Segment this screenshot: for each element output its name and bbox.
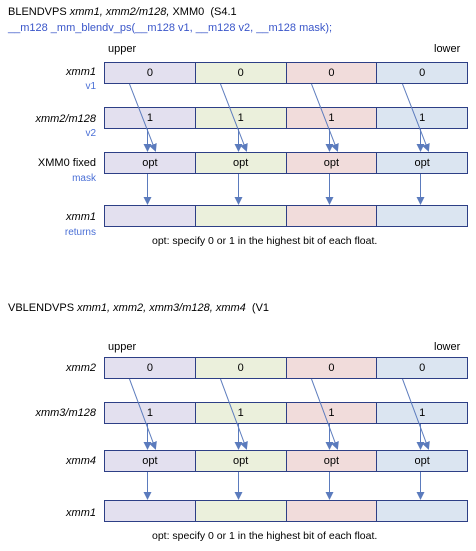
lower-label: lower xyxy=(434,43,461,55)
register-cell: 1 xyxy=(286,108,378,128)
operands: xmm1, xmm2, xmm3/m128, xmm4 xyxy=(77,302,246,314)
mnemonic: BLENDVPS xyxy=(8,6,67,18)
register-cell: 1 xyxy=(195,403,287,423)
register-cell xyxy=(377,206,467,226)
register-row: 1 1 1 1 xyxy=(104,402,468,424)
register-cell: opt xyxy=(195,153,287,173)
cpu-extension: (V1 xyxy=(251,302,270,314)
register-cell xyxy=(105,501,196,521)
register-row: opt opt opt opt xyxy=(104,450,468,472)
register-cell: 1 xyxy=(195,108,287,128)
register-cell: 1 xyxy=(377,403,467,423)
register-cell: opt xyxy=(377,153,467,173)
row-label: xmm1 xyxy=(66,507,96,519)
register-row: 1 1 1 1 xyxy=(104,107,468,129)
register-cell: 1 xyxy=(377,108,467,128)
row-sublabel: mask xyxy=(72,173,96,184)
register-cell: 0 xyxy=(195,358,287,378)
operand-tail: XMM0 xyxy=(172,6,205,18)
register-cell: opt xyxy=(195,451,287,471)
register-cell: opt xyxy=(105,153,196,173)
register-cell: opt xyxy=(286,451,378,471)
operands: xmm1, xmm2/m128, xyxy=(69,6,170,18)
register-cell xyxy=(195,501,287,521)
row-sublabel: v1 xyxy=(85,81,96,92)
register-cell xyxy=(286,501,378,521)
instruction-signature-2: VBLENDVPS xmm1, xmm2, xmm3/m128, xmm4 (V… xyxy=(8,302,269,314)
lower-label: lower xyxy=(434,341,461,353)
row-label: xmm3/m128 xyxy=(35,407,96,419)
register-cell: 1 xyxy=(105,108,196,128)
register-cell xyxy=(195,206,287,226)
row-label: XMM0 fixed xyxy=(37,157,96,169)
register-cell: 0 xyxy=(195,63,287,83)
register-cell xyxy=(286,206,378,226)
row-label: xmm1 xyxy=(66,66,96,78)
register-row: 0 0 0 0 xyxy=(104,62,468,84)
register-cell: opt xyxy=(105,451,196,471)
register-cell: 1 xyxy=(286,403,378,423)
cpu-extension: (S4.1 xyxy=(210,6,237,18)
register-cell xyxy=(377,501,467,521)
register-row xyxy=(104,205,468,227)
register-cell: 0 xyxy=(286,63,378,83)
opt-note: opt: specify 0 or 1 in the highest bit o… xyxy=(152,530,378,542)
register-cell: 0 xyxy=(105,63,196,83)
register-cell: 0 xyxy=(286,358,378,378)
register-row xyxy=(104,500,468,522)
register-cell: 0 xyxy=(377,358,467,378)
register-cell: 0 xyxy=(377,63,467,83)
upper-label: upper xyxy=(108,341,137,353)
register-cell: opt xyxy=(377,451,467,471)
register-cell: opt xyxy=(286,153,378,173)
row-sublabel: returns xyxy=(64,227,96,238)
row-sublabel: v2 xyxy=(85,128,96,139)
upper-label: upper xyxy=(108,43,137,55)
register-cell xyxy=(105,206,196,226)
row-label: xmm1 xyxy=(66,211,96,223)
intrinsic-signature: __m128 _mm_blendv_ps(__m128 v1, __m128 v… xyxy=(8,22,333,34)
register-cell: 0 xyxy=(105,358,196,378)
opt-note: opt: specify 0 or 1 in the highest bit o… xyxy=(152,235,378,247)
row-label: xmm2/m128 xyxy=(35,113,96,125)
instruction-signature-1: BLENDVPS xmm1, xmm2/m128, XMM0 (S4.1 xyxy=(8,6,237,18)
register-row: opt opt opt opt xyxy=(104,152,468,174)
mnemonic: VBLENDVPS xyxy=(8,302,75,314)
row-label: xmm2 xyxy=(66,362,96,374)
row-label: xmm4 xyxy=(66,455,96,467)
register-cell: 1 xyxy=(105,403,196,423)
register-row: 0 0 0 0 xyxy=(104,357,468,379)
